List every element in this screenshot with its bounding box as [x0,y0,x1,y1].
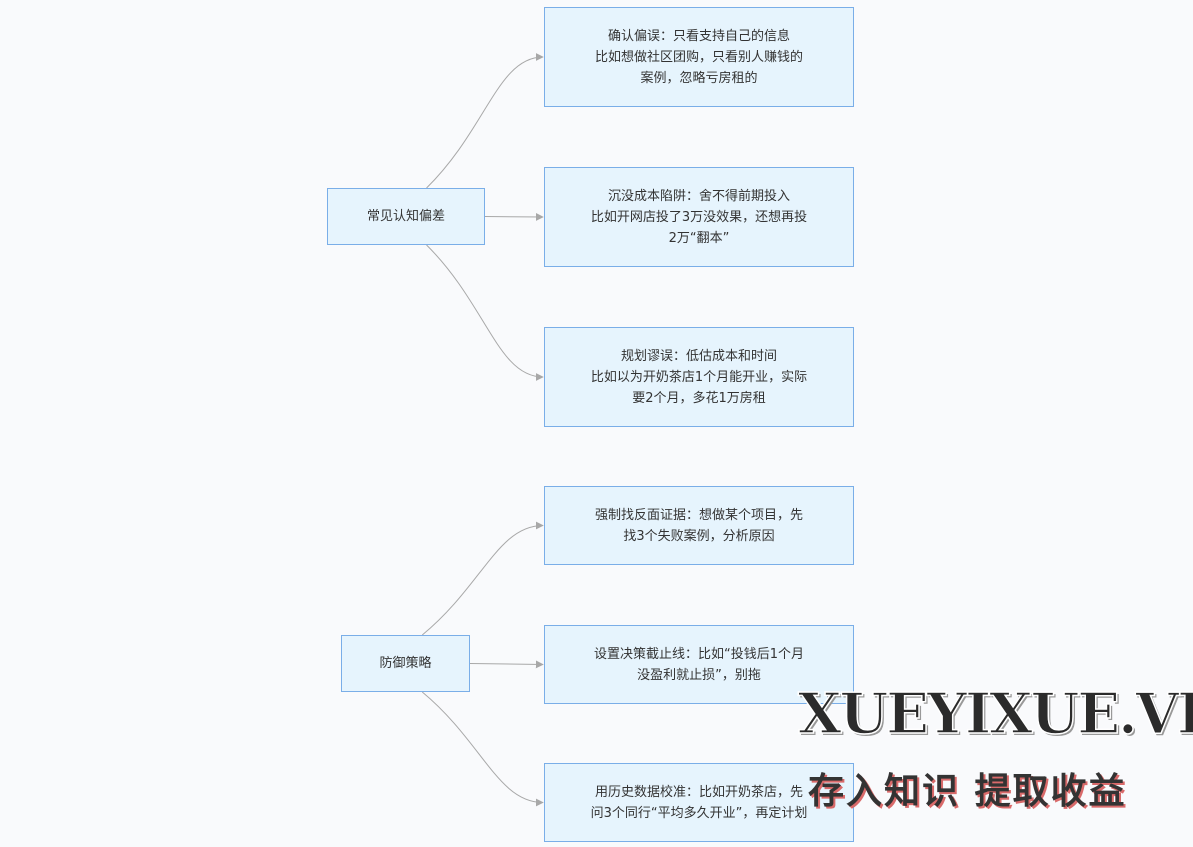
node-group-0-child-0[interactable]: 确认偏误：只看支持自己的信息 比如想做社区团购，只看别人赚钱的 案例，忽略亏房租… [544,7,854,107]
node-text: 强制找反面证据：想做某个项目，先 找3个失败案例，分析原因 [595,505,803,547]
node-line: 比如开网店投了3万没效果，还想再投 [590,209,808,225]
node-group-1-child-0[interactable]: 强制找反面证据：想做某个项目，先 找3个失败案例，分析原因 [544,486,854,565]
watermark: XUEYIXUE.VIP 存入知识 提取收益 [790,678,1193,847]
node-line: 要2个月，多花1万房租 [632,390,766,406]
node-text: 用历史数据校准：比如开奶茶店，先 问3个同行“平均多久开业”，再定计划 [591,782,808,824]
node-group-1-root[interactable]: 防御策略 [341,635,470,692]
edge-group-0-child-2 [426,244,544,381]
node-line: 问3个同行“平均多久开业”，再定计划 [590,805,808,821]
node-line: 案例，忽略亏房租的 [640,70,758,86]
node-text: 沉没成本陷阱：舍不得前期投入 比如开网店投了3万没效果，还想再投 2万“翻本” [591,186,807,249]
edge-group-0-child-0 [426,53,544,189]
node-text: 规划谬误：低估成本和时间 比如以为开奶茶店1个月能开业，实际 要2个月，多花1万… [591,346,807,409]
node-line: 2万“翻本” [668,230,730,246]
node-line: 比如以为开奶茶店1个月能开业，实际 [590,369,808,385]
node-line: 找3个失败案例，分析原因 [623,528,775,544]
node-line: 没盈利就止损”，别拖 [637,667,761,683]
node-text: 确认偏误：只看支持自己的信息 比如想做社区团购，只看别人赚钱的 案例，忽略亏房租… [595,26,803,89]
node-line: 沉没成本陷阱：舍不得前期投入 [607,188,790,204]
node-text: 设置决策截止线：比如“投钱后1个月 没盈利就止损”，别拖 [594,644,804,686]
node-group-0-root[interactable]: 常见认知偏差 [327,188,485,245]
node-line: 规划谬误：低估成本和时间 [620,348,777,364]
node-line: 设置决策截止线：比如“投钱后1个月 [593,646,804,662]
node-line: 比如想做社区团购，只看别人赚钱的 [594,49,803,65]
edge-group-1-child-2 [421,691,544,807]
edge-group-1-child-0 [421,521,544,636]
watermark-slogan: 存入知识 提取收益 [808,771,1127,812]
node-label: 常见认知偏差 [366,209,445,224]
node-group-0-child-1[interactable]: 沉没成本陷阱：舍不得前期投入 比如开网店投了3万没效果，还想再投 2万“翻本” [544,167,854,267]
node-label: 防御策略 [379,656,432,671]
node-line: 确认偏误：只看支持自己的信息 [607,28,790,44]
node-group-1-child-2[interactable]: 用历史数据校准：比如开奶茶店，先 问3个同行“平均多久开业”，再定计划 [544,763,854,842]
node-group-0-child-2[interactable]: 规划谬误：低估成本和时间 比如以为开奶茶店1个月能开业，实际 要2个月，多花1万… [544,327,854,427]
node-line: 用历史数据校准：比如开奶茶店，先 [594,784,803,800]
watermark-domain: XUEYIXUE.VIP [797,681,1193,747]
edge-group-1-child-1 [469,660,544,669]
node-group-1-child-1[interactable]: 设置决策截止线：比如“投钱后1个月 没盈利就止损”，别拖 [544,625,854,704]
edge-group-0-child-1 [484,212,544,221]
node-line: 强制找反面证据：想做某个项目，先 [594,507,803,523]
